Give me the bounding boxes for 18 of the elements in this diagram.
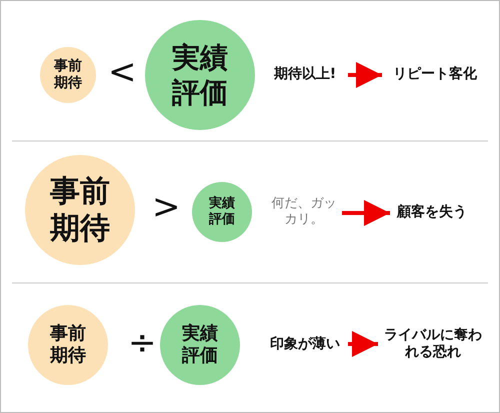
circle-node: 事前期待 [25, 155, 135, 265]
circle-node: 実績評価 [192, 182, 252, 242]
circle-node: 実績評価 [160, 305, 240, 385]
circle-node: 事前期待 [40, 47, 96, 103]
result-text: 印象が薄い [262, 332, 348, 358]
arrow [348, 331, 378, 357]
comparison-sign: ÷ [128, 326, 156, 360]
circle-node: 事前期待 [28, 305, 108, 385]
arrow [348, 62, 382, 88]
result-text: リピート客化 [382, 62, 488, 88]
result-text: 顧客を失う [390, 200, 474, 226]
result-text: 何だ、ガッカリ。 [266, 192, 342, 232]
result-text: ライバルに奪われる恐れ [378, 322, 488, 366]
comparison-sign: > [152, 190, 180, 224]
circle-node: 実績評価 [145, 20, 255, 130]
result-text: 期待以上! [262, 62, 348, 88]
comparison-sign: < [108, 55, 136, 89]
arrow [342, 200, 390, 226]
